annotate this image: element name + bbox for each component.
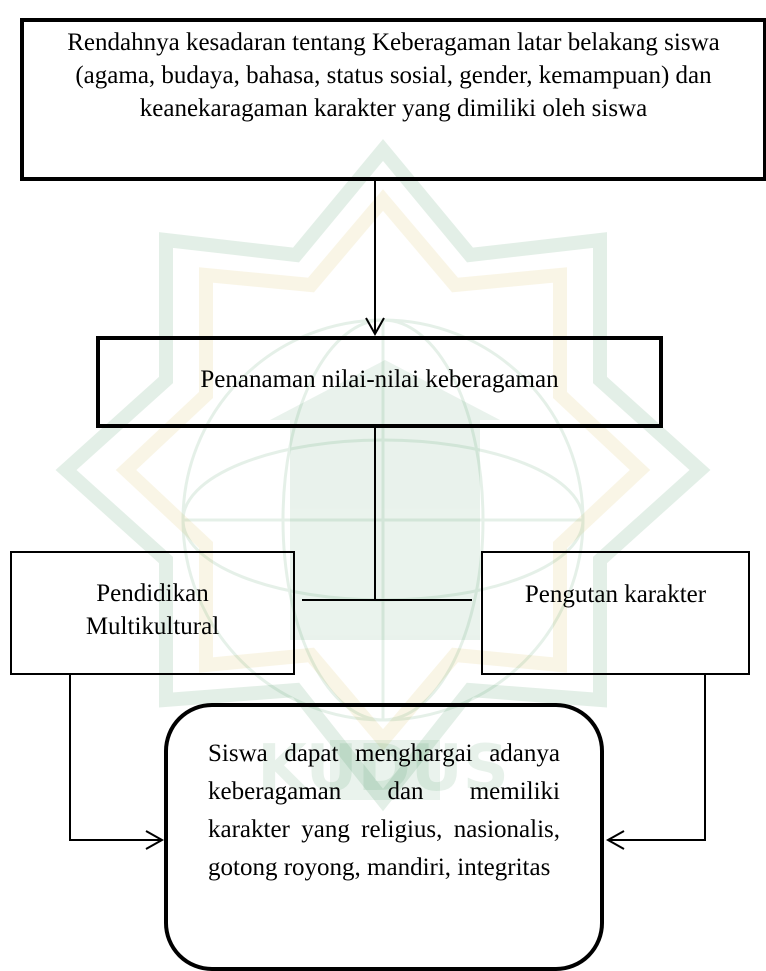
multicultural-text-line1: Pendidikan xyxy=(96,580,209,607)
character-strengthening-box: Pengutan karakter xyxy=(481,551,750,675)
arrowhead-outcome-right xyxy=(605,830,625,850)
instillation-box: Penanaman nilai-nilai keberagaman xyxy=(96,336,663,428)
arrowhead-instillation xyxy=(365,317,385,337)
problem-text: Rendahnya kesadaran tentang Keberagaman … xyxy=(67,29,720,122)
watermark-building xyxy=(290,420,480,640)
multicultural-education-box: Pendidikan Multikultural xyxy=(10,551,295,675)
multicultural-text-line2: Multikultural xyxy=(85,613,220,640)
instillation-text: Penanaman nilai-nilai keberagaman xyxy=(200,365,559,393)
outcome-box: Siswa dapat menghargai adanya keberagama… xyxy=(164,703,604,971)
character-text: Pengutan karakter xyxy=(524,580,707,608)
arrowhead-outcome-left xyxy=(145,830,165,850)
connector-multicultural-to-outcome xyxy=(69,675,162,841)
watermark-star-outer xyxy=(55,139,711,812)
watermark-word: KUDUS xyxy=(257,732,509,806)
problem-box: Rendahnya kesadaran tentang Keberagaman … xyxy=(20,18,766,181)
connector-character-to-outcome xyxy=(608,675,706,841)
outcome-text: Siswa dapat menghargai adanya keberagama… xyxy=(208,740,560,881)
watermark-star-inner xyxy=(115,189,651,751)
